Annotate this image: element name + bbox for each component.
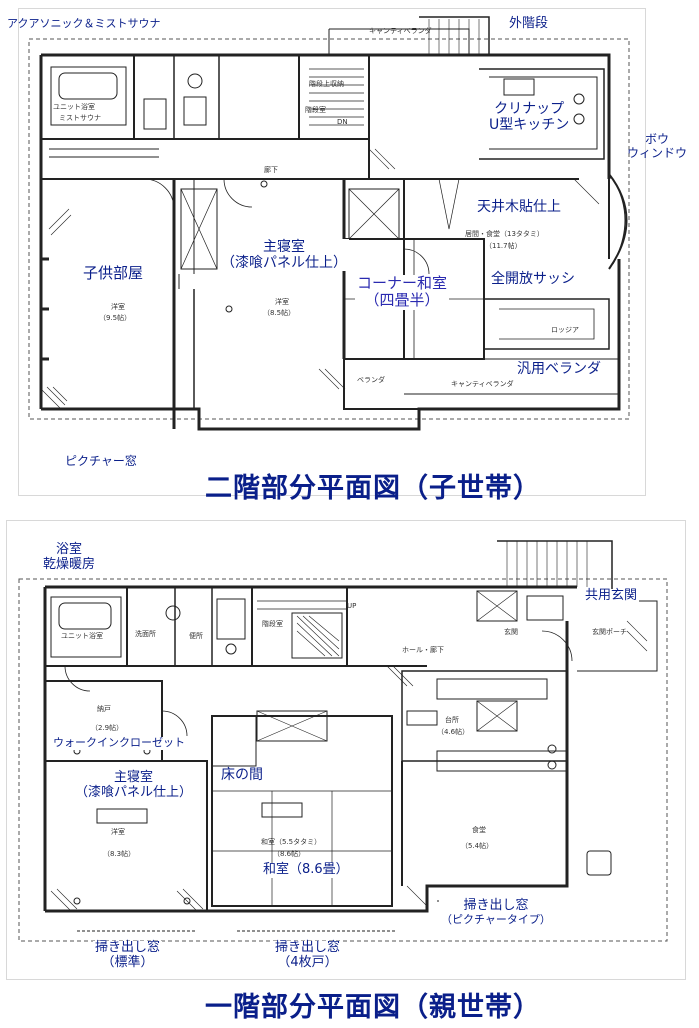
sweep-window-four-panel-label: 掃き出し窓 （4枚戸） [273,940,343,971]
second-floor-drawing [28,16,630,431]
dining-size-label: （5.4帖） [461,842,494,850]
sweep1-line-2: （標準） [101,954,154,970]
child-room-label: 洋室 [111,303,125,311]
open-sash-label: 全開放サッシ [489,271,577,288]
washitsu-room-label: 和室（5.5タタミ） [261,838,322,846]
stair-storage-label: 階段上収納 [309,80,344,88]
tokonoma-label: 床の間 [219,767,265,784]
corner-line-2: （四畳半） [364,291,440,310]
shared-entrance-label: 共用玄関 [583,588,640,604]
cantilever-top-label: キャンティベランダ [369,27,432,35]
master-size-label: （8.3帖） [103,850,136,858]
master-bedroom-label: 主寝室 （漆喰パネル仕上） [73,770,195,801]
kitchen-label: クリナップ U型キッチン [487,101,572,134]
child-room-label: 子供部屋 [81,264,146,283]
second-floor-title: 二階部分平面図（子世帯） [205,473,541,504]
ceiling-label: 天井木貼仕上 [475,199,563,216]
corner-line-1: コーナー和室 [357,274,448,292]
master-line-2: （漆喰パネル仕上） [75,784,193,800]
washitsu-label: 和室（8.6畳） [261,862,351,878]
kitchen-line-1: クリナップ [494,101,565,117]
washroom-label: 洗面所 [135,630,156,638]
porch-label: 玄関ポーチ [592,628,627,636]
sweep1-line-1: 掃き出し窓 [95,940,161,955]
storage-size-label: （2.9帖） [91,724,124,732]
walk-in-closet-label: ウォークインクローゼット [51,736,187,750]
storage-label: 納戸 [97,705,111,713]
child-size-label: （9.5帖） [99,314,132,322]
unit-bath-label: ユニット浴室 [61,632,103,640]
bow-line-2: ウィンドウ [627,145,688,160]
bow-line-1: ボウ [645,132,670,146]
mist-sauna-label: ミストサウナ [59,114,101,122]
sweep2-line-1: 掃き出し窓 [275,940,341,955]
kitchen-size-label: （4.6帖） [437,728,470,736]
second-floor-plan: ユニット浴室 ミストサウナ DN 階段上収納 階段室 廊下 居間・食堂（13タタ… [7,8,687,496]
sauna-label: アクアソニック＆ミストサウナ [7,17,161,30]
washitsu-size-label: （8.6帖） [273,850,306,858]
toilet-label: 便所 [189,632,203,640]
sweep-window-standard-label: 掃き出し窓 （標準） [93,940,163,971]
external-stairs-label: 外階段 [509,16,549,31]
corridor-label: 廊下 [264,166,278,174]
entrance-label: 玄関 [504,628,518,636]
master-room-label: 洋室 [275,298,289,306]
sweep3-line-1: 掃き出し窓 [463,898,529,913]
corner-tatami-label: コーナー和室 （四畳半） [355,274,450,310]
master-bedroom-label: 主寝室 （漆喰パネル仕上） [219,239,349,272]
unit-bath-label: ユニット浴室 [53,103,95,111]
living-size-label: （11.7帖） [485,242,522,250]
master-size-label: （8.5帖） [263,309,296,317]
stair-room-label: 階段室 [305,106,326,114]
dn-label: DN [337,118,348,126]
kitchen-room-label: 台所 [445,716,459,724]
first-floor-title: 一階部分平面図（親世帯） [205,992,541,1023]
stair-room-label: 階段室 [262,620,283,628]
dining-label: 食堂 [472,826,486,834]
sweep3-line-2: （ピクチャータイプ） [441,912,551,926]
master-room-label: 洋室 [111,828,125,836]
kitchen-line-2: U型キッチン [489,117,570,134]
bow-window-label: ボウ ウィンドウ [627,132,688,161]
living-label: 居間・食堂（13タタミ） [465,230,544,238]
veranda-label: 汎用ベランダ [515,361,603,378]
loggia-label: ロッジア [551,326,579,334]
hall-label: ホール・廊下 [402,646,444,654]
bathroom-label: 浴室 乾燥暖房 [43,542,96,573]
bath-line-2: 乾燥暖房 [43,556,96,572]
veranda-small-label: ベランダ [357,376,385,384]
sweep2-line-2: （4枚戸） [277,954,338,970]
picture-window-label: ピクチャー窓 [63,454,139,469]
bath-line-1: 浴室 [56,542,83,557]
sweep-window-picture-label: 掃き出し窓 （ピクチャータイプ） [439,898,553,927]
master-line-1: 主寝室 [114,770,154,785]
first-floor-plan: ユニット浴室 洗面所 便所 階段室 ホール・廊下 玄関 玄関ポーチ UP 納戸 … [6,520,686,980]
master-line-1: 主寝室 [263,239,305,255]
master-line-2: （漆喰パネル仕上） [221,255,347,272]
cantilever-label: キャンティベランダ [451,380,514,388]
up-label: UP [347,602,357,610]
